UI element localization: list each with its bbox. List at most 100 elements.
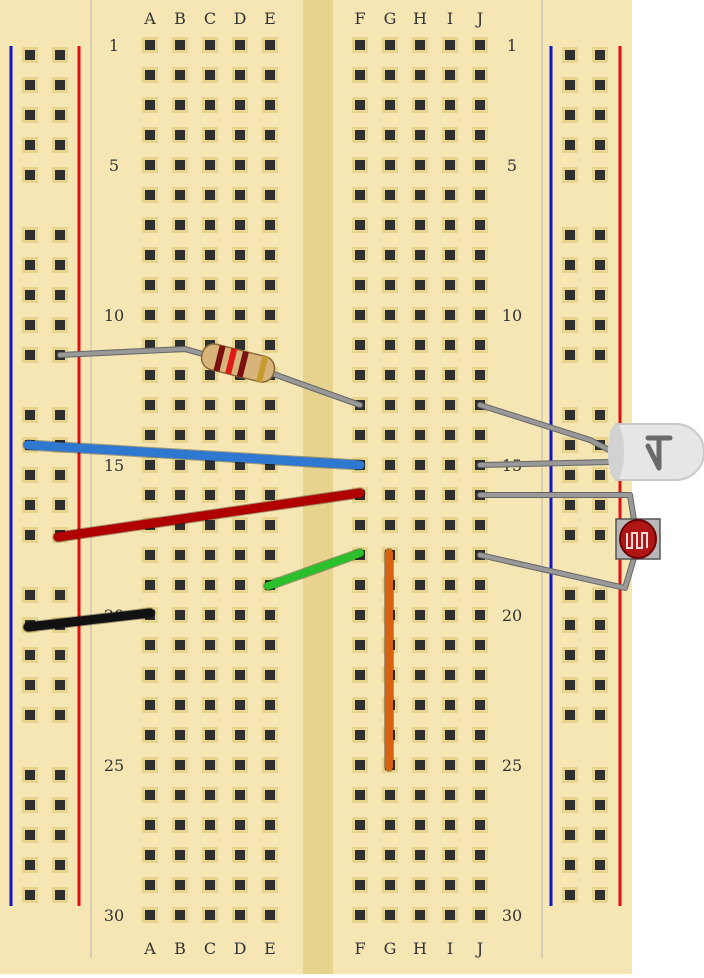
rail-hole — [595, 680, 605, 690]
hole-I17 — [445, 520, 455, 530]
hole-H1 — [415, 40, 425, 50]
hole-E1 — [265, 40, 275, 50]
hole-A24 — [145, 730, 155, 740]
hole-B18 — [175, 550, 185, 560]
hole-C14 — [205, 430, 215, 440]
row-label-right-25: 25 — [502, 756, 522, 775]
rail-hole — [25, 500, 35, 510]
hole-B19 — [175, 580, 185, 590]
hole-A15 — [145, 460, 155, 470]
hole-A2 — [145, 70, 155, 80]
rail-hole — [595, 590, 605, 600]
hole-E4 — [265, 130, 275, 140]
rail-hole — [25, 770, 35, 780]
hole-H2 — [415, 70, 425, 80]
column-label-top-H: H — [413, 9, 427, 28]
hole-D2 — [235, 70, 245, 80]
hole-G10 — [385, 310, 395, 320]
photoresistor-leg-2 — [478, 553, 636, 590]
resistor-band — [213, 345, 226, 372]
led-internal — [645, 435, 673, 471]
hole-H19 — [415, 580, 425, 590]
row-label-right-10: 10 — [502, 306, 522, 325]
hole-B12 — [175, 370, 185, 380]
rail-hole — [595, 620, 605, 630]
hole-J21 — [475, 640, 485, 650]
rail-hole — [565, 530, 575, 540]
hole-A7 — [145, 220, 155, 230]
hole-I16 — [445, 490, 455, 500]
hole-H27 — [415, 820, 425, 830]
hole-H30 — [415, 910, 425, 920]
hole-C3 — [205, 100, 215, 110]
hole-D27 — [235, 820, 245, 830]
hole-B16 — [175, 490, 185, 500]
hole-J25 — [475, 760, 485, 770]
hole-F29 — [355, 880, 365, 890]
hole-D26 — [235, 790, 245, 800]
red-wire — [53, 488, 365, 542]
hole-F2 — [355, 70, 365, 80]
hole-D21 — [235, 640, 245, 650]
column-label-top-C: C — [204, 9, 216, 28]
rail-hole — [595, 530, 605, 540]
hole-F28 — [355, 850, 365, 860]
hole-C9 — [205, 280, 215, 290]
rail-hole — [55, 50, 65, 60]
rail-hole — [565, 710, 575, 720]
rail-hole — [55, 650, 65, 660]
hole-J12 — [475, 370, 485, 380]
hole-D20 — [235, 610, 245, 620]
rail-hole — [565, 230, 575, 240]
hole-C15 — [205, 460, 215, 470]
rail-hole — [595, 710, 605, 720]
row-label-left-25: 25 — [104, 756, 124, 775]
hole-B14 — [175, 430, 185, 440]
hole-H18 — [415, 550, 425, 560]
rail-hole — [25, 800, 35, 810]
hole-C24 — [205, 730, 215, 740]
led — [608, 423, 704, 481]
rail-hole — [595, 170, 605, 180]
resistor-band — [225, 347, 238, 375]
hole-A8 — [145, 250, 155, 260]
hole-A1 — [145, 40, 155, 50]
column-label-top-E: E — [264, 9, 276, 28]
rail-hole — [565, 80, 575, 90]
hole-G16 — [385, 490, 395, 500]
hole-B7 — [175, 220, 185, 230]
hole-F1 — [355, 40, 365, 50]
hole-J20 — [475, 610, 485, 620]
hole-A21 — [145, 640, 155, 650]
hole-I1 — [445, 40, 455, 50]
hole-C4 — [205, 130, 215, 140]
hole-D8 — [235, 250, 245, 260]
rail-hole — [565, 590, 575, 600]
photoresistor — [615, 518, 661, 560]
hole-F4 — [355, 130, 365, 140]
column-label-bottom-D: D — [234, 939, 247, 958]
hole-A3 — [145, 100, 155, 110]
rail-hole — [595, 410, 605, 420]
rail-hole — [25, 530, 35, 540]
rail-hole — [565, 290, 575, 300]
hole-B6 — [175, 190, 185, 200]
hole-J11 — [475, 340, 485, 350]
hole-G17 — [385, 520, 395, 530]
hole-G29 — [385, 880, 395, 890]
column-label-top-G: G — [384, 9, 397, 28]
resistor-band — [256, 355, 269, 383]
hole-F6 — [355, 190, 365, 200]
hole-F10 — [355, 310, 365, 320]
led-leg-2 — [478, 460, 612, 467]
hole-B11 — [175, 340, 185, 350]
rail-hole — [565, 110, 575, 120]
hole-B27 — [175, 820, 185, 830]
hole-J6 — [475, 190, 485, 200]
rail-hole — [565, 350, 575, 360]
rail-hole — [55, 110, 65, 120]
hole-I9 — [445, 280, 455, 290]
hole-J30 — [475, 910, 485, 920]
hole-B17 — [175, 520, 185, 530]
hole-C18 — [205, 550, 215, 560]
